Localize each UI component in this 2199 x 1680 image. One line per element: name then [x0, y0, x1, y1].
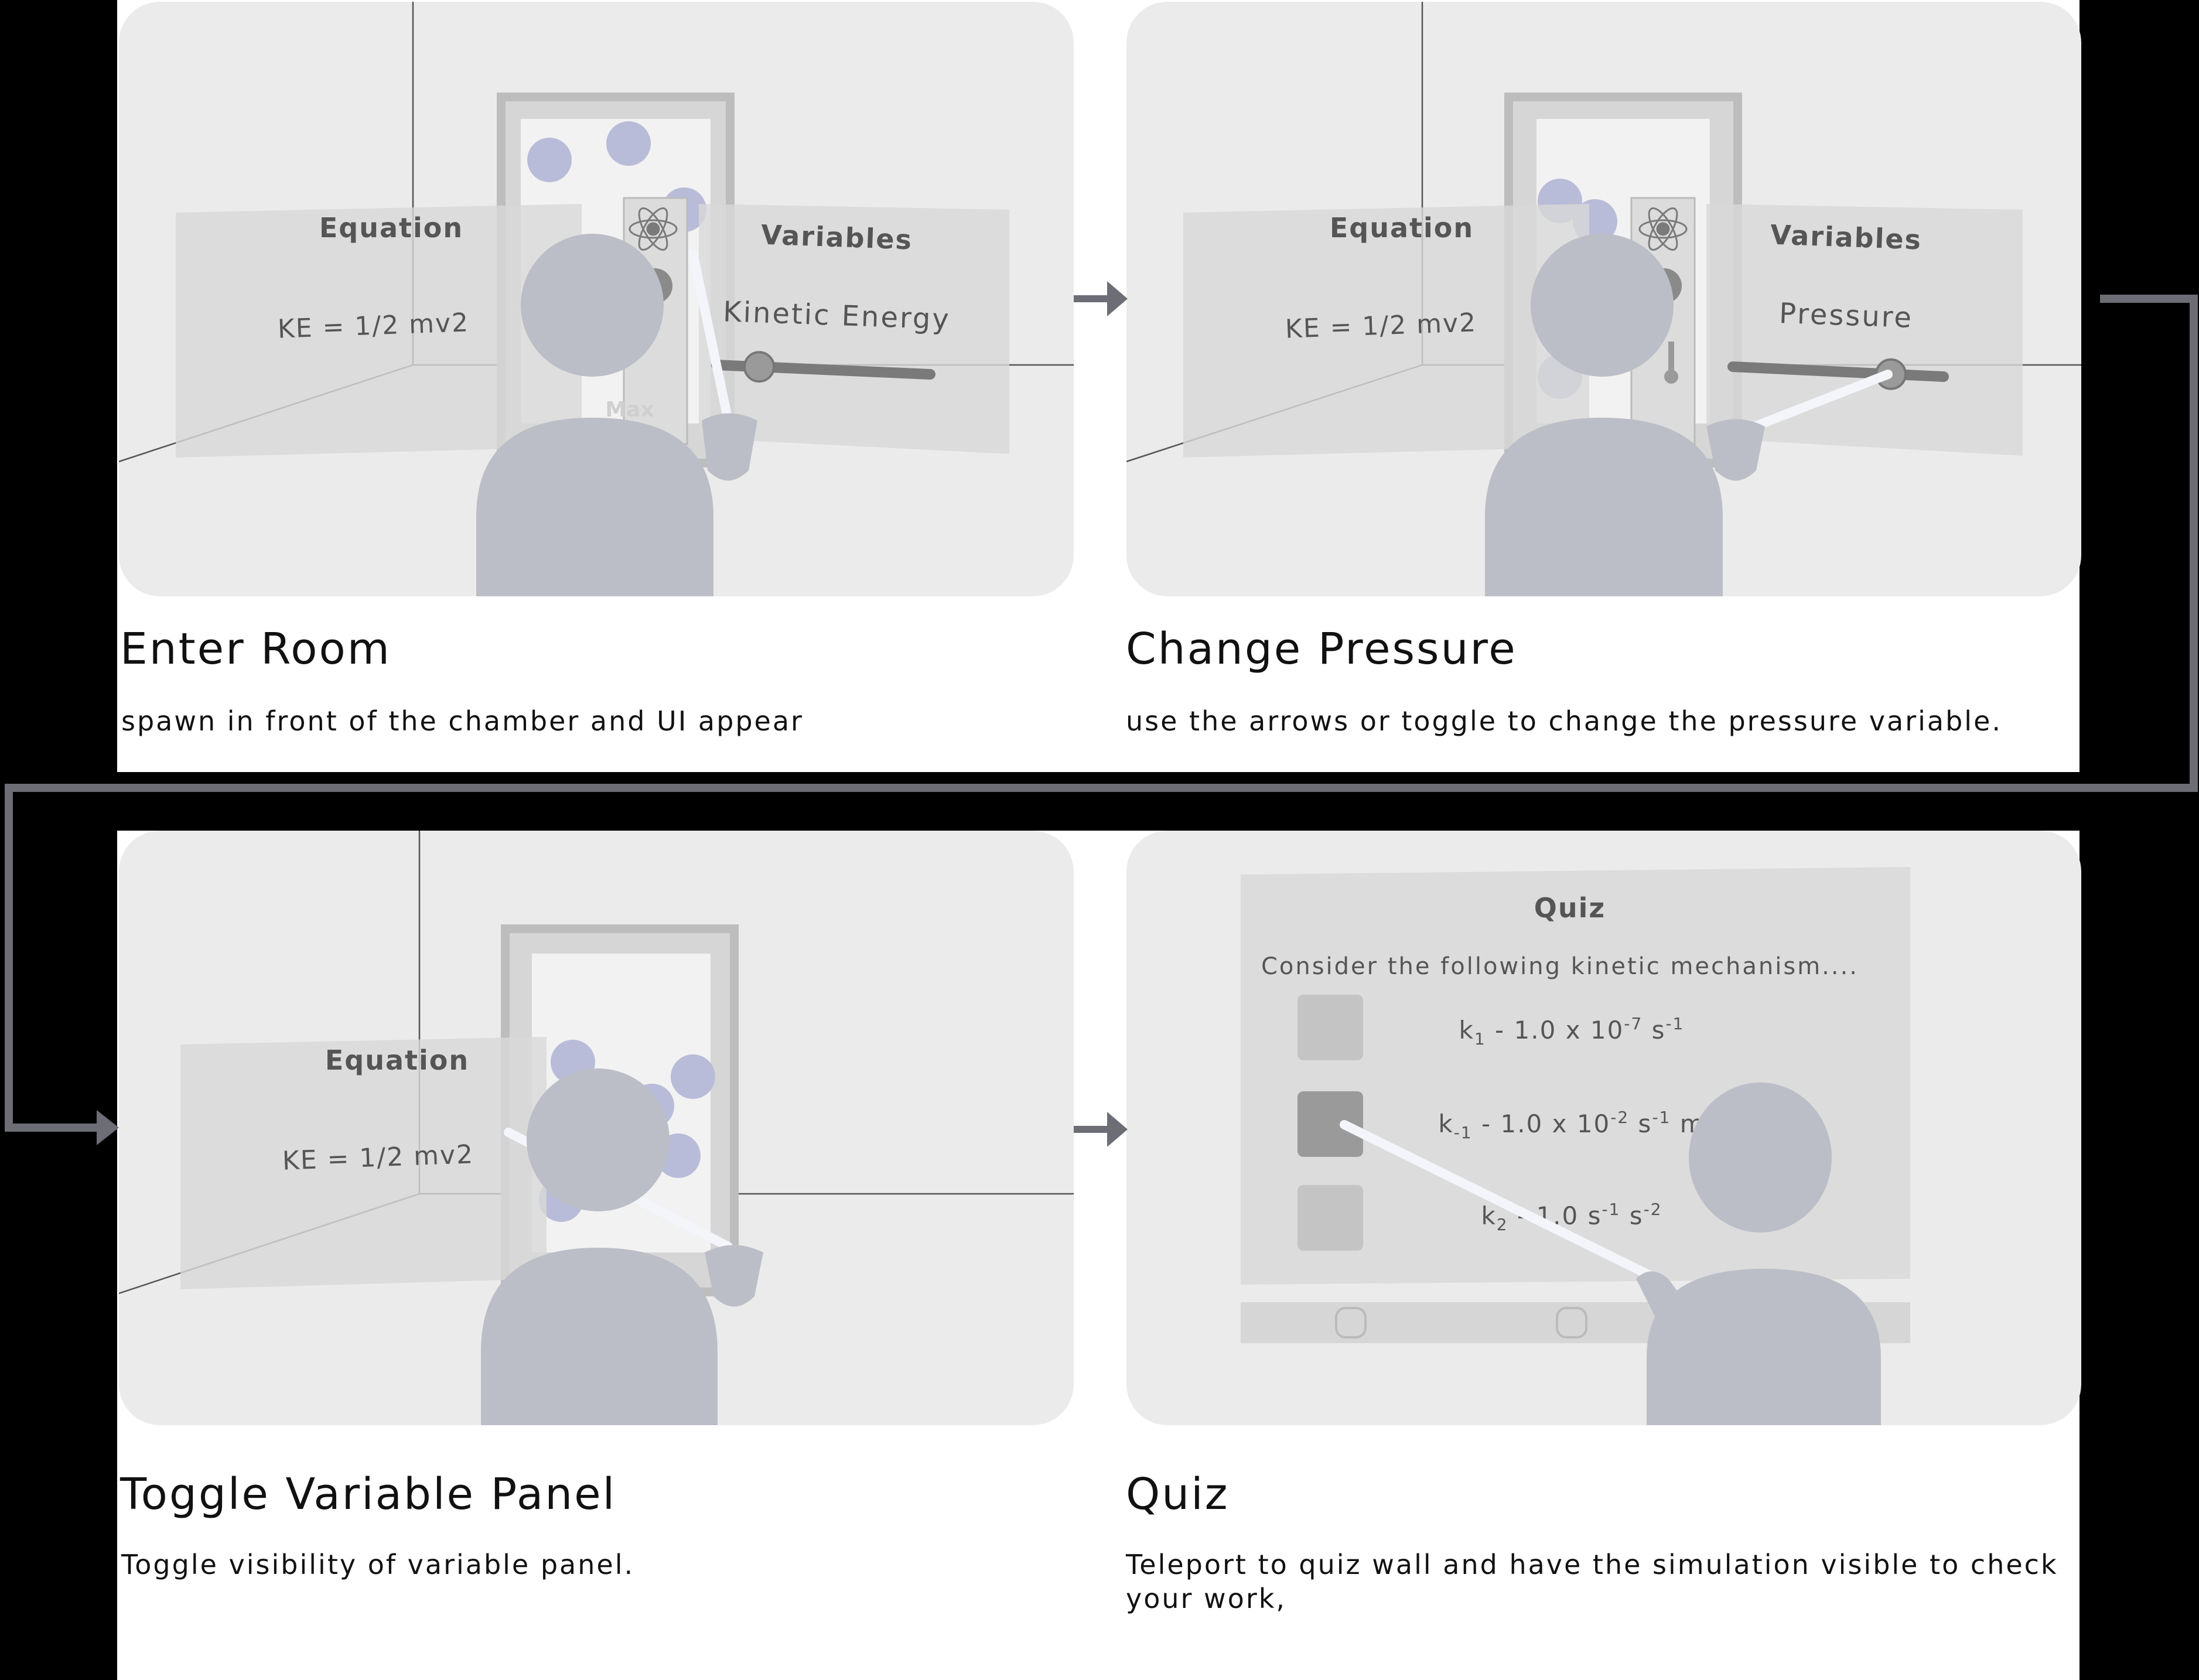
vr-controller	[705, 1245, 763, 1307]
molecule	[671, 1054, 715, 1099]
slider-knob	[743, 351, 775, 383]
quiz-wall: Quiz Consider the following kinetic mech…	[1241, 867, 1910, 1285]
step-title-toggle-variable-panel: Toggle Variable Panel	[120, 1469, 617, 1519]
quiz-prompt: Consider the following kinetic mechanism…	[1261, 953, 1859, 980]
scene-change-pressure: Equation KE = 1/2 mv2 Variables Pressure	[1126, 2, 2081, 596]
equation-formula: KE = 1/2 mv2	[282, 1139, 474, 1176]
avatar-head	[527, 1068, 670, 1211]
quiz-option[interactable]: k1 - 1.0 x 10-7 s-1	[1459, 1014, 1685, 1049]
step-desc-enter-room: spawn in front of the chamber and UI app…	[121, 705, 804, 737]
vr-controller	[702, 413, 757, 481]
step-title-change-pressure: Change Pressure	[1126, 624, 1517, 674]
atom-icon	[1638, 207, 1688, 251]
equation-panel: Equation KE = 1/2 mv2	[1183, 204, 1589, 457]
quiz-title: Quiz	[1534, 892, 1606, 924]
avatar-head	[1531, 234, 1674, 377]
scene-quiz: Quiz Consider the following kinetic mech…	[1126, 831, 2081, 1425]
chamber-max-label: Max	[605, 398, 654, 422]
equation-panel-title: Equation	[319, 212, 463, 244]
avatar-body	[476, 418, 713, 596]
molecule	[606, 121, 651, 166]
scene-toggle-variable-panel: Equation KE = 1/2 mv2	[119, 831, 1074, 1425]
avatar-body	[1485, 418, 1723, 596]
step-desc-toggle-variable-panel: Toggle visibility of variable panel.	[121, 1549, 635, 1580]
avatar-head	[521, 234, 664, 377]
pointer-ray	[1340, 1120, 1661, 1283]
variable-label: Pressure	[1778, 297, 1914, 334]
avatar-body	[481, 1248, 718, 1425]
variables-panel: Variables Pressure	[1706, 204, 2023, 456]
avatar-body	[1647, 1269, 1881, 1425]
quiz-option-checkbox[interactable]	[1297, 995, 1363, 1060]
step-title-enter-room: Enter Room	[120, 624, 391, 674]
quiz-option-checkbox[interactable]	[1297, 1185, 1363, 1251]
avatar-head	[1689, 1083, 1832, 1232]
molecule	[527, 138, 572, 182]
teleport-marker[interactable]	[1556, 1307, 1587, 1338]
atom-icon	[629, 207, 678, 251]
variables-panel-title: Variables	[760, 219, 913, 256]
variables-panel-title: Variables	[1770, 219, 1923, 256]
step-title-quiz: Quiz	[1126, 1469, 1230, 1519]
equation-panel-title: Equation	[325, 1044, 469, 1076]
step-desc-change-pressure: use the arrows or toggle to change the p…	[1126, 705, 2002, 737]
equation-panel: Equation KE = 1/2 mv2	[180, 1037, 547, 1289]
vr-controller	[1706, 419, 1765, 481]
scene-enter-room: Max Equation KE = 1/2 mv2 Variables Kine…	[119, 2, 1074, 596]
step-desc-quiz: Teleport to quiz wall and have the simul…	[1126, 1549, 2058, 1614]
equation-panel-title: Equation	[1330, 212, 1474, 244]
teleport-marker[interactable]	[1335, 1307, 1367, 1338]
equation-panel: Equation KE = 1/2 mv2	[176, 204, 582, 457]
